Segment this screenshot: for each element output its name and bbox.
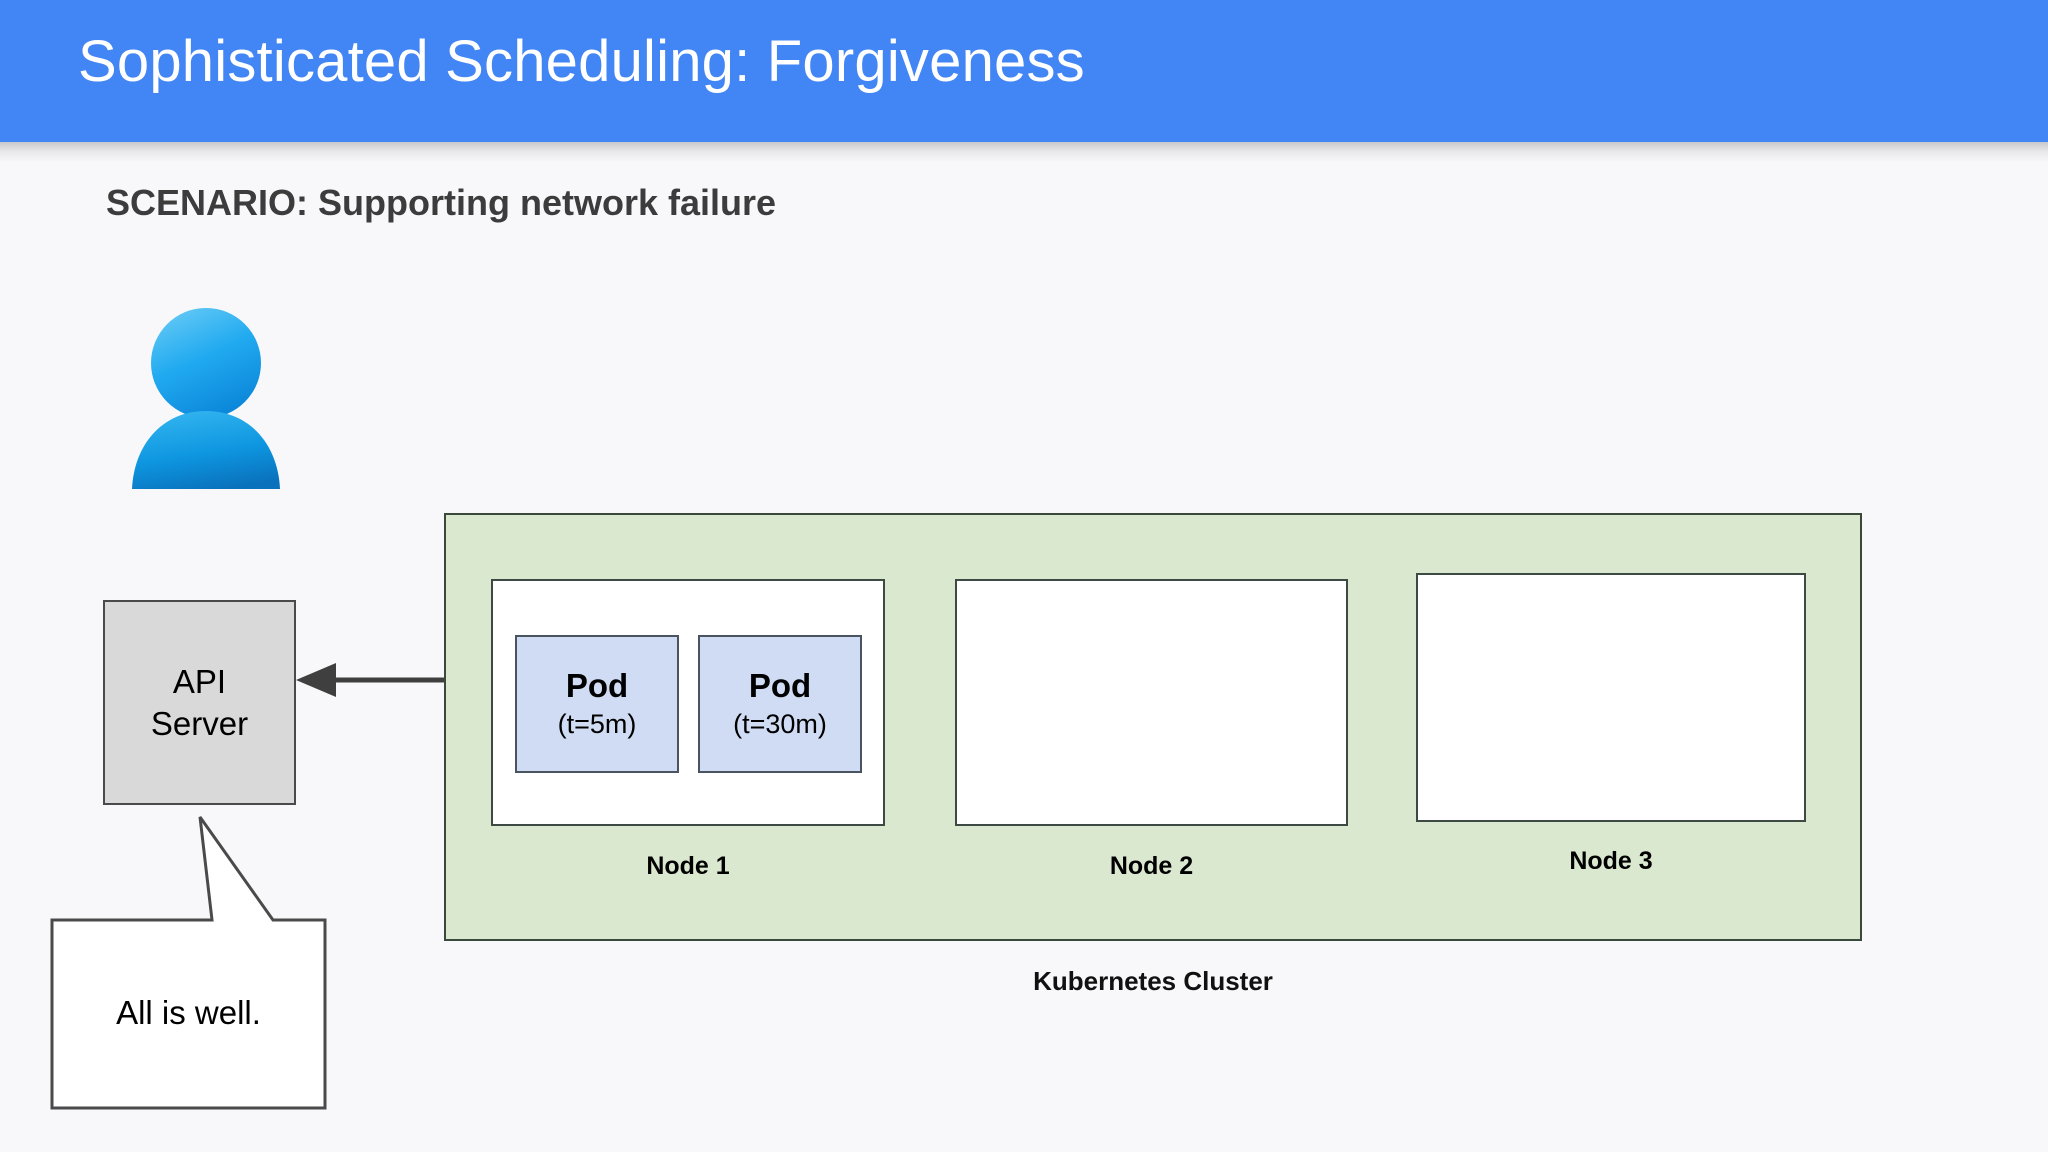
pod-box-1: Pod (t=5m) xyxy=(515,635,679,773)
speech-bubble xyxy=(50,816,327,1110)
speech-bubble-text: All is well. xyxy=(116,994,261,1031)
title-banner xyxy=(0,0,2048,142)
pod-1-toleration: (t=5m) xyxy=(557,709,637,739)
banner-shadow xyxy=(0,142,2048,162)
person-icon xyxy=(132,308,280,489)
node-box-3 xyxy=(1416,573,1806,822)
api-server-label-line1: API xyxy=(172,662,227,700)
pod-box-2: Pod (t=30m) xyxy=(698,635,862,773)
pod-2-title: Pod xyxy=(748,667,812,704)
node-label-1: Node 1 xyxy=(646,852,730,880)
scenario-subtitle: SCENARIO: Supporting network failure xyxy=(106,182,777,223)
node-box-2 xyxy=(955,579,1348,826)
api-server-label-line2: Server xyxy=(150,704,249,742)
cluster-caption: Kubernetes Cluster xyxy=(1033,966,1273,996)
page-title: Sophisticated Scheduling: Forgiveness xyxy=(78,29,1085,94)
pod-1-title: Pod xyxy=(565,667,629,704)
pod-2-toleration: (t=30m) xyxy=(733,709,827,739)
node-label-2: Node 2 xyxy=(1109,852,1194,880)
api-server-box: API Server xyxy=(103,600,296,805)
node-label-3: Node 3 xyxy=(1569,847,1653,875)
